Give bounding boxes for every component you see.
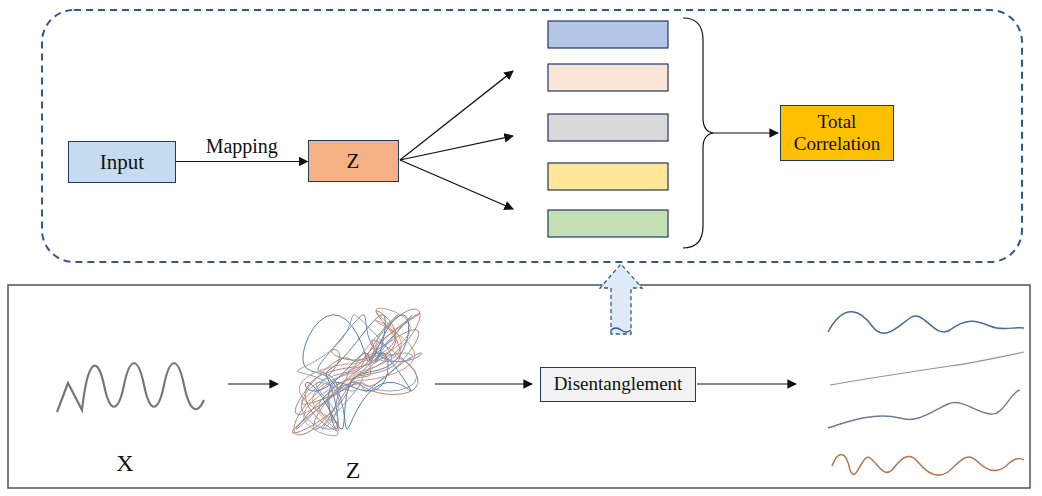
entangled-latent xyxy=(292,308,422,436)
box-label: Disentanglement xyxy=(554,373,683,395)
variable-label: X xyxy=(116,450,133,477)
process-box: Disentanglement xyxy=(540,367,696,402)
flow-arrow xyxy=(228,383,278,384)
mapping-arrow xyxy=(176,161,308,162)
brace-arrow xyxy=(714,132,778,133)
flow-arrow xyxy=(697,383,796,384)
fan-arrow xyxy=(400,160,513,209)
factor-bar xyxy=(548,163,668,190)
flow-arrow xyxy=(435,383,532,384)
process-box: Z xyxy=(308,140,399,182)
scribble-stroke xyxy=(292,311,400,433)
box-label: Total Correlation xyxy=(789,111,885,155)
factor-curve xyxy=(832,454,1024,475)
factor-curve xyxy=(828,312,1024,334)
dashed-region xyxy=(42,10,1022,262)
scribble-stroke xyxy=(305,315,408,429)
factor-bar xyxy=(548,114,668,141)
dashed-up-arrow xyxy=(600,264,642,334)
edge-label: Mapping xyxy=(206,135,278,158)
wave-base xyxy=(611,328,631,332)
fan-arrow xyxy=(400,71,513,160)
variable-label: Z xyxy=(346,457,361,484)
factor-curve xyxy=(828,390,1020,428)
signal-waveform xyxy=(57,363,204,412)
factor-curve xyxy=(830,352,1024,385)
factor-bar xyxy=(548,210,668,237)
scribble-stroke xyxy=(294,309,420,435)
process-box: Total Correlation xyxy=(780,105,894,161)
scribble-stroke xyxy=(299,321,414,424)
process-box: Input xyxy=(68,141,176,183)
scribble-stroke xyxy=(304,308,411,436)
fan-arrow xyxy=(400,136,513,160)
scribble-stroke xyxy=(295,330,419,415)
bottom-panel xyxy=(8,285,1030,488)
box-label: Z xyxy=(347,149,360,173)
factor-bar xyxy=(548,64,668,91)
brace xyxy=(683,18,714,248)
factor-bar xyxy=(548,21,668,48)
box-label: Input xyxy=(100,150,144,174)
